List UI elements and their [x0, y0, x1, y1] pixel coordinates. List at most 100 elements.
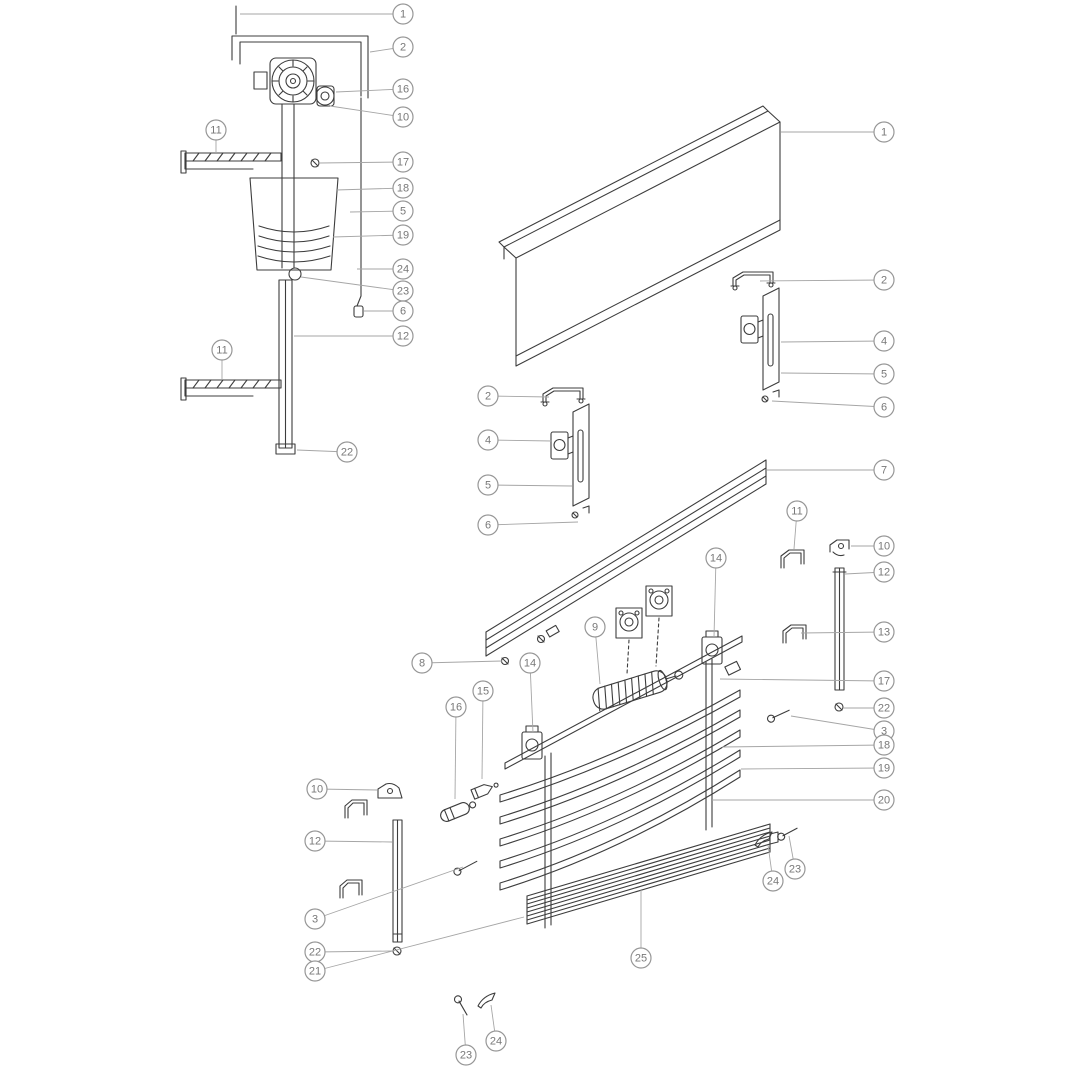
callout-number: 15 [477, 686, 489, 698]
assembly-guide-lines [626, 617, 660, 675]
support-plate [615, 607, 643, 639]
screw [536, 634, 546, 644]
callout-4: 4 [780, 330, 895, 352]
plate-grommet [649, 590, 669, 610]
callout-number: 2 [881, 275, 887, 287]
callout-leader-line [759, 279, 885, 282]
callout-number: 9 [592, 622, 598, 634]
callout-balloon [211, 339, 233, 361]
callout-number: 18 [878, 740, 890, 752]
tilter-axle [289, 77, 297, 85]
callout-balloon [392, 224, 414, 246]
callout-leader-line [487, 439, 553, 442]
cord-drum-16 [440, 801, 477, 822]
plate-grommet-hole [654, 595, 664, 605]
callout-balloon [392, 3, 414, 25]
callout-leader-line [318, 161, 404, 164]
screw-slot [501, 657, 509, 665]
rail-lines [485, 459, 767, 657]
callout-number: 14 [710, 553, 722, 565]
tilt-rod [504, 635, 743, 770]
screw-head [453, 995, 463, 1004]
callout-20: 20 [712, 789, 895, 811]
callout-balloon [477, 429, 499, 451]
cradle-roller [288, 267, 302, 281]
pulley-hub [320, 91, 330, 101]
callout-21: 21 [304, 916, 525, 982]
tape-screw-slot [311, 159, 319, 167]
right-small-parts [766, 539, 850, 723]
hook-clip-hole [386, 787, 394, 795]
callout-number: 10 [397, 112, 409, 124]
callout-leader-line [487, 484, 573, 487]
callout-number: 6 [881, 402, 887, 414]
callout-number: 16 [450, 702, 462, 714]
cover-top-flange [503, 110, 781, 259]
callout-6: 6 [364, 300, 414, 322]
plate-hole [664, 588, 670, 594]
callout-9: 9 [584, 616, 606, 685]
callout-leader-line [721, 744, 885, 748]
cord-guide-clip [545, 624, 560, 638]
slat [499, 689, 741, 803]
callout-leader-line [780, 372, 885, 375]
callout-number: 12 [397, 331, 409, 343]
callout-number: 21 [309, 966, 321, 978]
callout-8: 8 [411, 652, 503, 674]
callout-number: 3 [312, 914, 318, 926]
callout-24: 24 [485, 1004, 507, 1052]
carrier-tab [705, 630, 719, 638]
callout-balloon [786, 500, 808, 522]
callout-5: 5 [349, 200, 414, 222]
callout-6: 6 [477, 514, 579, 536]
callout-2: 2 [369, 36, 414, 58]
callout-number: 22 [341, 447, 353, 459]
callout-balloon [477, 385, 499, 407]
callout-11: 11 [786, 500, 808, 550]
callout-number: 5 [400, 206, 406, 218]
callout-number: 5 [881, 369, 887, 381]
callout-balloon [485, 1030, 507, 1052]
callout-2: 2 [477, 385, 550, 407]
end-clip-24 [754, 831, 773, 848]
tilter-drum-ticks [271, 59, 315, 103]
callout-balloon [392, 106, 414, 128]
install-bracket-left [540, 387, 590, 519]
callouts-layer: 1216101117185192423612112212456724561110… [205, 3, 895, 1066]
callout-balloon [873, 396, 895, 418]
callout-number: 3 [881, 726, 887, 738]
callout-23: 23 [455, 1013, 477, 1066]
callout-number: 25 [635, 953, 647, 965]
callout-leader-line [421, 660, 503, 664]
gear-knurling [597, 671, 654, 712]
callout-balloon [336, 441, 358, 463]
callout-balloon [445, 696, 467, 718]
callout-3: 3 [304, 866, 464, 930]
drum-body [440, 802, 470, 822]
callout-5: 5 [477, 474, 573, 496]
plate-grommet [619, 612, 639, 632]
callout-number: 17 [397, 157, 409, 169]
callout-number: 23 [460, 1050, 472, 1062]
clip-bracket-11 [780, 549, 805, 569]
head-rail-extrusion [485, 459, 767, 657]
callout-balloon [873, 789, 895, 811]
callout-6: 6 [771, 396, 895, 418]
callout-leader-line [740, 767, 885, 770]
callout-number: 16 [397, 84, 409, 96]
support-plate [645, 585, 673, 617]
cord-line [356, 97, 362, 307]
callout-11: 11 [205, 119, 227, 153]
tilt-gear-unit [592, 585, 684, 712]
guide-bar-endcap [275, 443, 296, 455]
callout-leader-line [800, 631, 885, 634]
callout-leader-line [529, 662, 534, 734]
slat-stack-arc [258, 235, 330, 243]
callout-leader-line [790, 715, 885, 732]
screw-shaft [772, 709, 790, 719]
callout-13: 13 [800, 621, 895, 643]
callout-11: 11 [211, 339, 233, 380]
screw-slot [835, 703, 843, 711]
callout-10: 10 [306, 778, 378, 800]
callout-balloon [304, 960, 326, 982]
